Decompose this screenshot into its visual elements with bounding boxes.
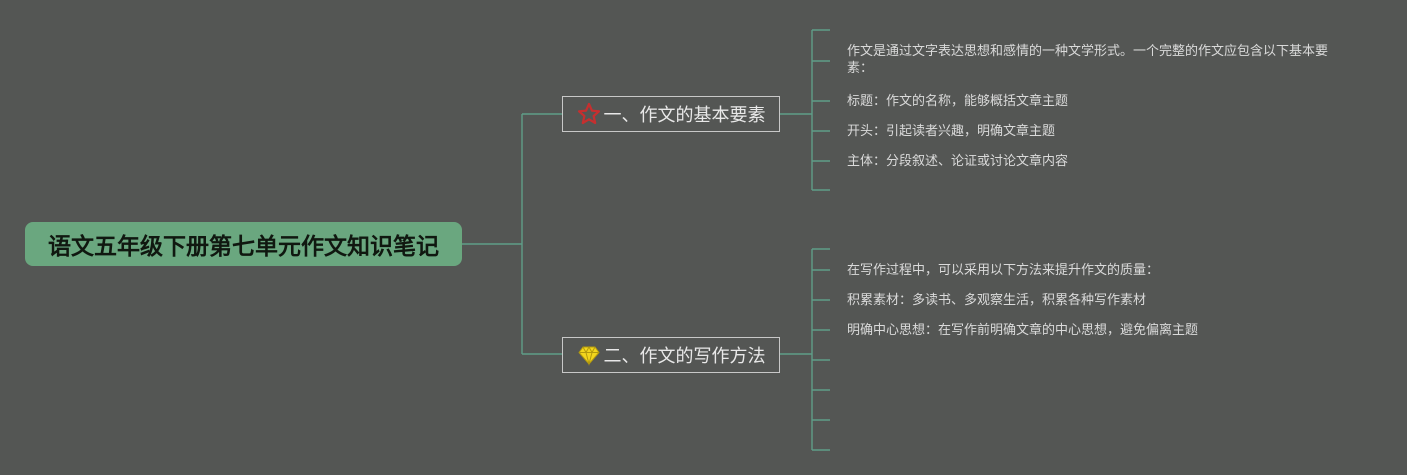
branch-topic-basic-elements[interactable]: 一、作文的基本要素: [562, 96, 780, 132]
leaf-topic[interactable]: 主体：分段叙述、论证或讨论文章内容: [847, 154, 1069, 169]
diamond-icon: [577, 343, 601, 367]
leaf-topic[interactable]: 作文是通过文字表达思想和感情的一种文学形式。一个完整的作文应包含以下基本要素：: [847, 44, 1329, 76]
leaf-topic[interactable]: 积累素材：多读书、多观察生活，积累各种写作素材: [847, 293, 1147, 308]
leaf-topic[interactable]: 标题：作文的名称，能够概括文章主题: [847, 94, 1069, 109]
connector-branch-1-ticks: [812, 29, 830, 191]
leaf-topic[interactable]: 在写作过程中，可以采用以下方法来提升作文的质量：: [847, 263, 1160, 278]
root-topic[interactable]: 语文五年级下册第七单元作文知识笔记: [25, 222, 462, 266]
connector-branch-2-ticks: [812, 248, 830, 451]
leaf-topic[interactable]: 明确中心思想：在写作前明确文章的中心思想，避免偏离主题: [847, 323, 1199, 338]
branch-label: 二、作文的写作方法: [603, 346, 766, 367]
leaf-topic[interactable]: 开头：引起读者兴趣，明确文章主题: [847, 124, 1056, 139]
branch-topic-writing-methods[interactable]: 二、作文的写作方法: [562, 337, 780, 373]
branch-label: 一、作文的基本要素: [603, 105, 766, 126]
star-icon: [577, 102, 601, 126]
